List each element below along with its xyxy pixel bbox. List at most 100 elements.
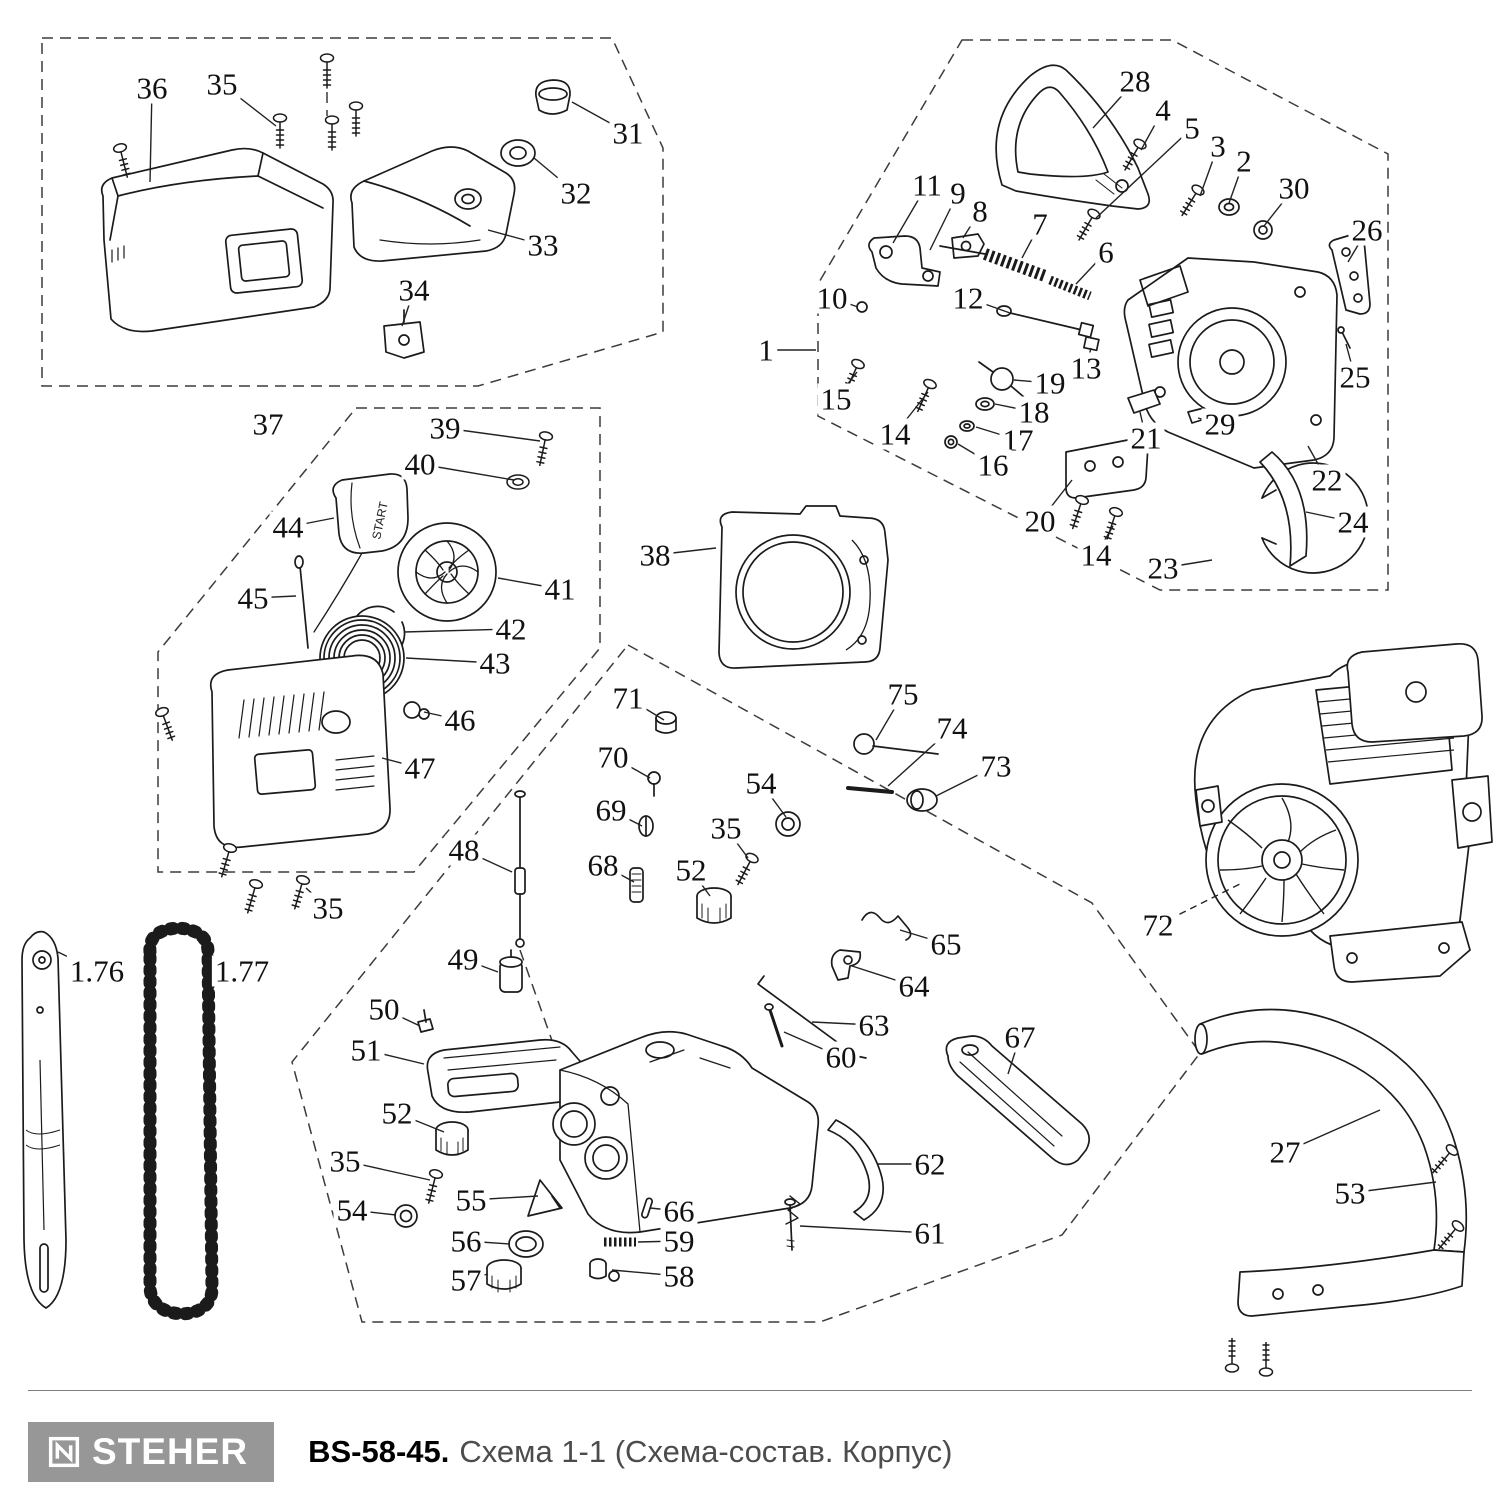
diagram-canvas: START: [21, 37, 1493, 1377]
part-callout-1.77: 1.77: [211, 955, 273, 987]
part-52-cap-b: [435, 1121, 469, 1156]
part-callout-71: 71: [609, 682, 647, 714]
flywheel: [1205, 783, 1359, 937]
part-callout-1.76: 1.76: [66, 955, 128, 987]
part-17-washer: [959, 420, 975, 432]
part-callout-59: 59: [660, 1225, 698, 1257]
part-callout-58: 58: [660, 1260, 698, 1292]
part-callout-49: 49: [444, 943, 482, 975]
part-callout-51: 51: [347, 1034, 385, 1066]
part-52-cap-a: [696, 887, 732, 924]
part-callout-39: 39: [426, 412, 464, 444]
part-69-bushing: [638, 815, 654, 837]
part-callout-35: 35: [203, 68, 241, 100]
part-18-washer: [975, 397, 995, 411]
part-32-washer: [500, 139, 536, 167]
part-callout-57: 57: [447, 1264, 485, 1296]
part-callout-35: 35: [326, 1145, 364, 1177]
part-11-lever: [868, 235, 941, 287]
part-callout-18: 18: [1015, 396, 1053, 428]
part-callout-11: 11: [909, 169, 945, 201]
part-38-fan-housing: [718, 505, 889, 669]
part-66-pin: [640, 1197, 654, 1219]
part-70-grommet: [647, 771, 661, 797]
part-callout-16: 16: [974, 449, 1012, 481]
part-callout-6: 6: [1095, 236, 1117, 268]
part-callout-38: 38: [636, 539, 674, 571]
part-callout-31: 31: [609, 117, 647, 149]
part-callout-54: 54: [333, 1194, 371, 1226]
guide-bar: [21, 930, 67, 1309]
part-callout-64: 64: [895, 970, 933, 1002]
part-callout-35: 35: [309, 892, 347, 924]
part-55-bracket: [527, 1179, 563, 1217]
group-outline-tank: [291, 644, 1201, 1323]
part-57-cap: [486, 1259, 522, 1293]
part-callout-12: 12: [949, 282, 987, 314]
part-callout-17: 17: [999, 424, 1037, 456]
part-callout-7: 7: [1029, 208, 1051, 240]
part-callout-34: 34: [395, 274, 433, 306]
part-callout-35: 35: [707, 812, 745, 844]
part-48-oil-tube: [514, 790, 526, 948]
part-callout-24: 24: [1334, 506, 1372, 538]
part-24-strip: [1259, 451, 1308, 567]
part-callout-45: 45: [234, 582, 272, 614]
part-callout-52: 52: [378, 1097, 416, 1129]
crankcase-clutch: [1123, 257, 1338, 469]
part-callout-22: 22: [1308, 464, 1346, 496]
part-58-bushing: [589, 1258, 620, 1282]
part-60-rod: [764, 1003, 784, 1048]
model-number: BS-58-45.: [308, 1434, 450, 1469]
front-handle-bar: [1194, 1008, 1468, 1377]
part-7-spring: [982, 248, 1048, 282]
part-50-clip: [417, 1009, 434, 1033]
steher-logo: STEHER: [28, 1422, 275, 1482]
part-49-filter: [499, 949, 523, 993]
part-callout-53: 53: [1331, 1177, 1369, 1209]
part-71-cap: [655, 711, 677, 734]
part-callout-15: 15: [817, 383, 855, 415]
part-callout-54: 54: [742, 767, 780, 799]
part-callout-10: 10: [813, 282, 851, 314]
part-67-handle-molding: [945, 1035, 1091, 1166]
part-36-top-cover: [100, 147, 334, 333]
part-callout-72: 72: [1139, 909, 1177, 941]
part-16-nut: [944, 435, 958, 449]
part-44-starter-handle: START: [313, 473, 409, 633]
tank-handle-group: [394, 711, 1091, 1293]
part-callout-62: 62: [911, 1148, 949, 1180]
part-callout-20: 20: [1021, 505, 1059, 537]
part-75-rod: [853, 733, 939, 755]
part-callout-32: 32: [557, 177, 595, 209]
part-callout-3: 3: [1207, 130, 1229, 162]
part-callout-48: 48: [445, 834, 483, 866]
part-8-latch: [939, 233, 986, 259]
part-callout-74: 74: [933, 712, 971, 744]
part-64-trigger: [830, 949, 862, 981]
part-31-cap: [534, 79, 571, 115]
diagram-area: START: [21, 37, 1493, 1377]
cylinder-cover-top: [1346, 642, 1483, 743]
part-callout-37: 37: [249, 408, 287, 440]
part-callout-19: 19: [1031, 367, 1069, 399]
part-callout-43: 43: [476, 647, 514, 679]
document-title: BS-58-45.Схема 1-1 (Схема-состав. Корпус…: [308, 1434, 952, 1470]
part-callout-30: 30: [1275, 172, 1313, 204]
part-21-wedge: [1127, 389, 1161, 414]
part-callout-36: 36: [133, 72, 171, 104]
part-callout-21: 21: [1127, 422, 1165, 454]
part-callout-8: 8: [969, 195, 991, 227]
callout-leader-line: [149, 87, 153, 183]
steher-logo-icon: [48, 1436, 80, 1468]
part-65-spring-wire: [861, 911, 912, 941]
part-73-cap: [906, 788, 938, 812]
part-callout-29: 29: [1201, 408, 1239, 440]
part-74-rod: [846, 786, 894, 794]
carburetor-side: [1451, 775, 1493, 849]
brand-name: STEHER: [92, 1431, 249, 1472]
footer: STEHER BS-58-45.Схема 1-1 (Схема-состав.…: [28, 1390, 1472, 1500]
part-33-carb-cover: [350, 146, 516, 262]
part-callout-68: 68: [584, 849, 622, 881]
